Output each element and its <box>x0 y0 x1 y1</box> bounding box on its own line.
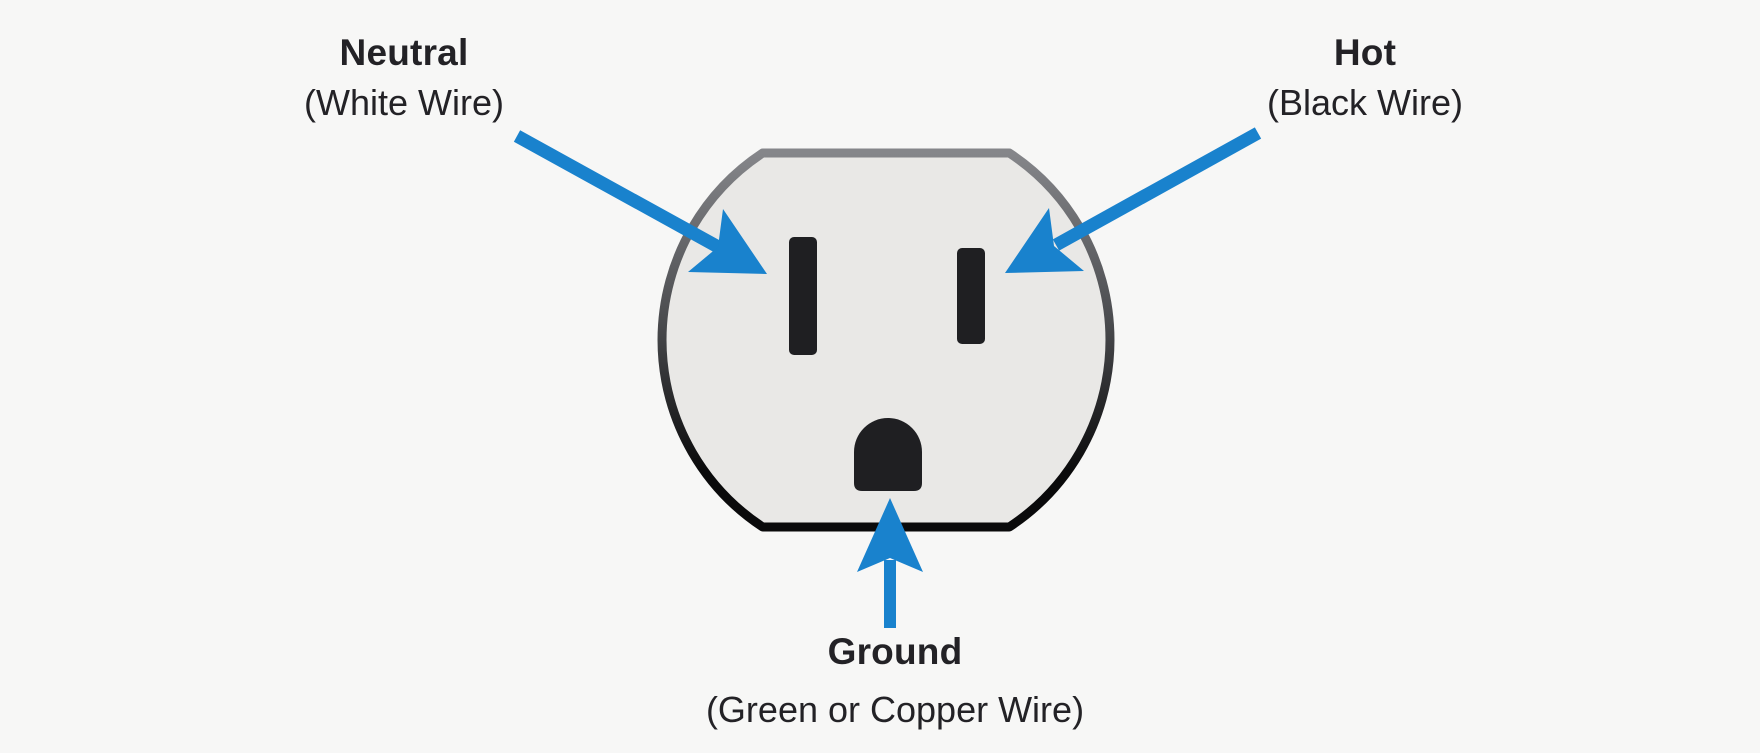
hot-arrow-shaft <box>1052 127 1262 251</box>
neutral-slot <box>789 237 817 355</box>
ground-label: Ground (Green or Copper Wire) <box>706 627 1084 735</box>
neutral-label-subtitle: (White Wire) <box>304 82 504 123</box>
outlet-body <box>657 148 1115 532</box>
neutral-arrow-shaft <box>513 130 724 254</box>
ground-label-subtitle: (Green or Copper Wire) <box>705 689 1085 730</box>
ground-arrow <box>857 498 923 628</box>
hot-arrowhead-icon <box>1005 208 1084 273</box>
hot-label-subtitle: (Black Wire) <box>1267 82 1463 123</box>
hot-label-title: Hot <box>1333 32 1397 73</box>
ground-hole <box>854 418 922 491</box>
hot-arrow <box>1005 127 1262 273</box>
hot-slot <box>957 248 985 344</box>
ground-arrowhead-icon <box>857 498 923 572</box>
neutral-label-title: Neutral <box>339 32 469 73</box>
neutral-arrowhead-icon <box>688 209 767 274</box>
neutral-label: Neutral (White Wire) <box>304 28 504 128</box>
neutral-arrow <box>513 130 767 274</box>
ground-label-title: Ground <box>827 631 963 672</box>
hot-label: Hot (Black Wire) <box>1267 28 1463 128</box>
